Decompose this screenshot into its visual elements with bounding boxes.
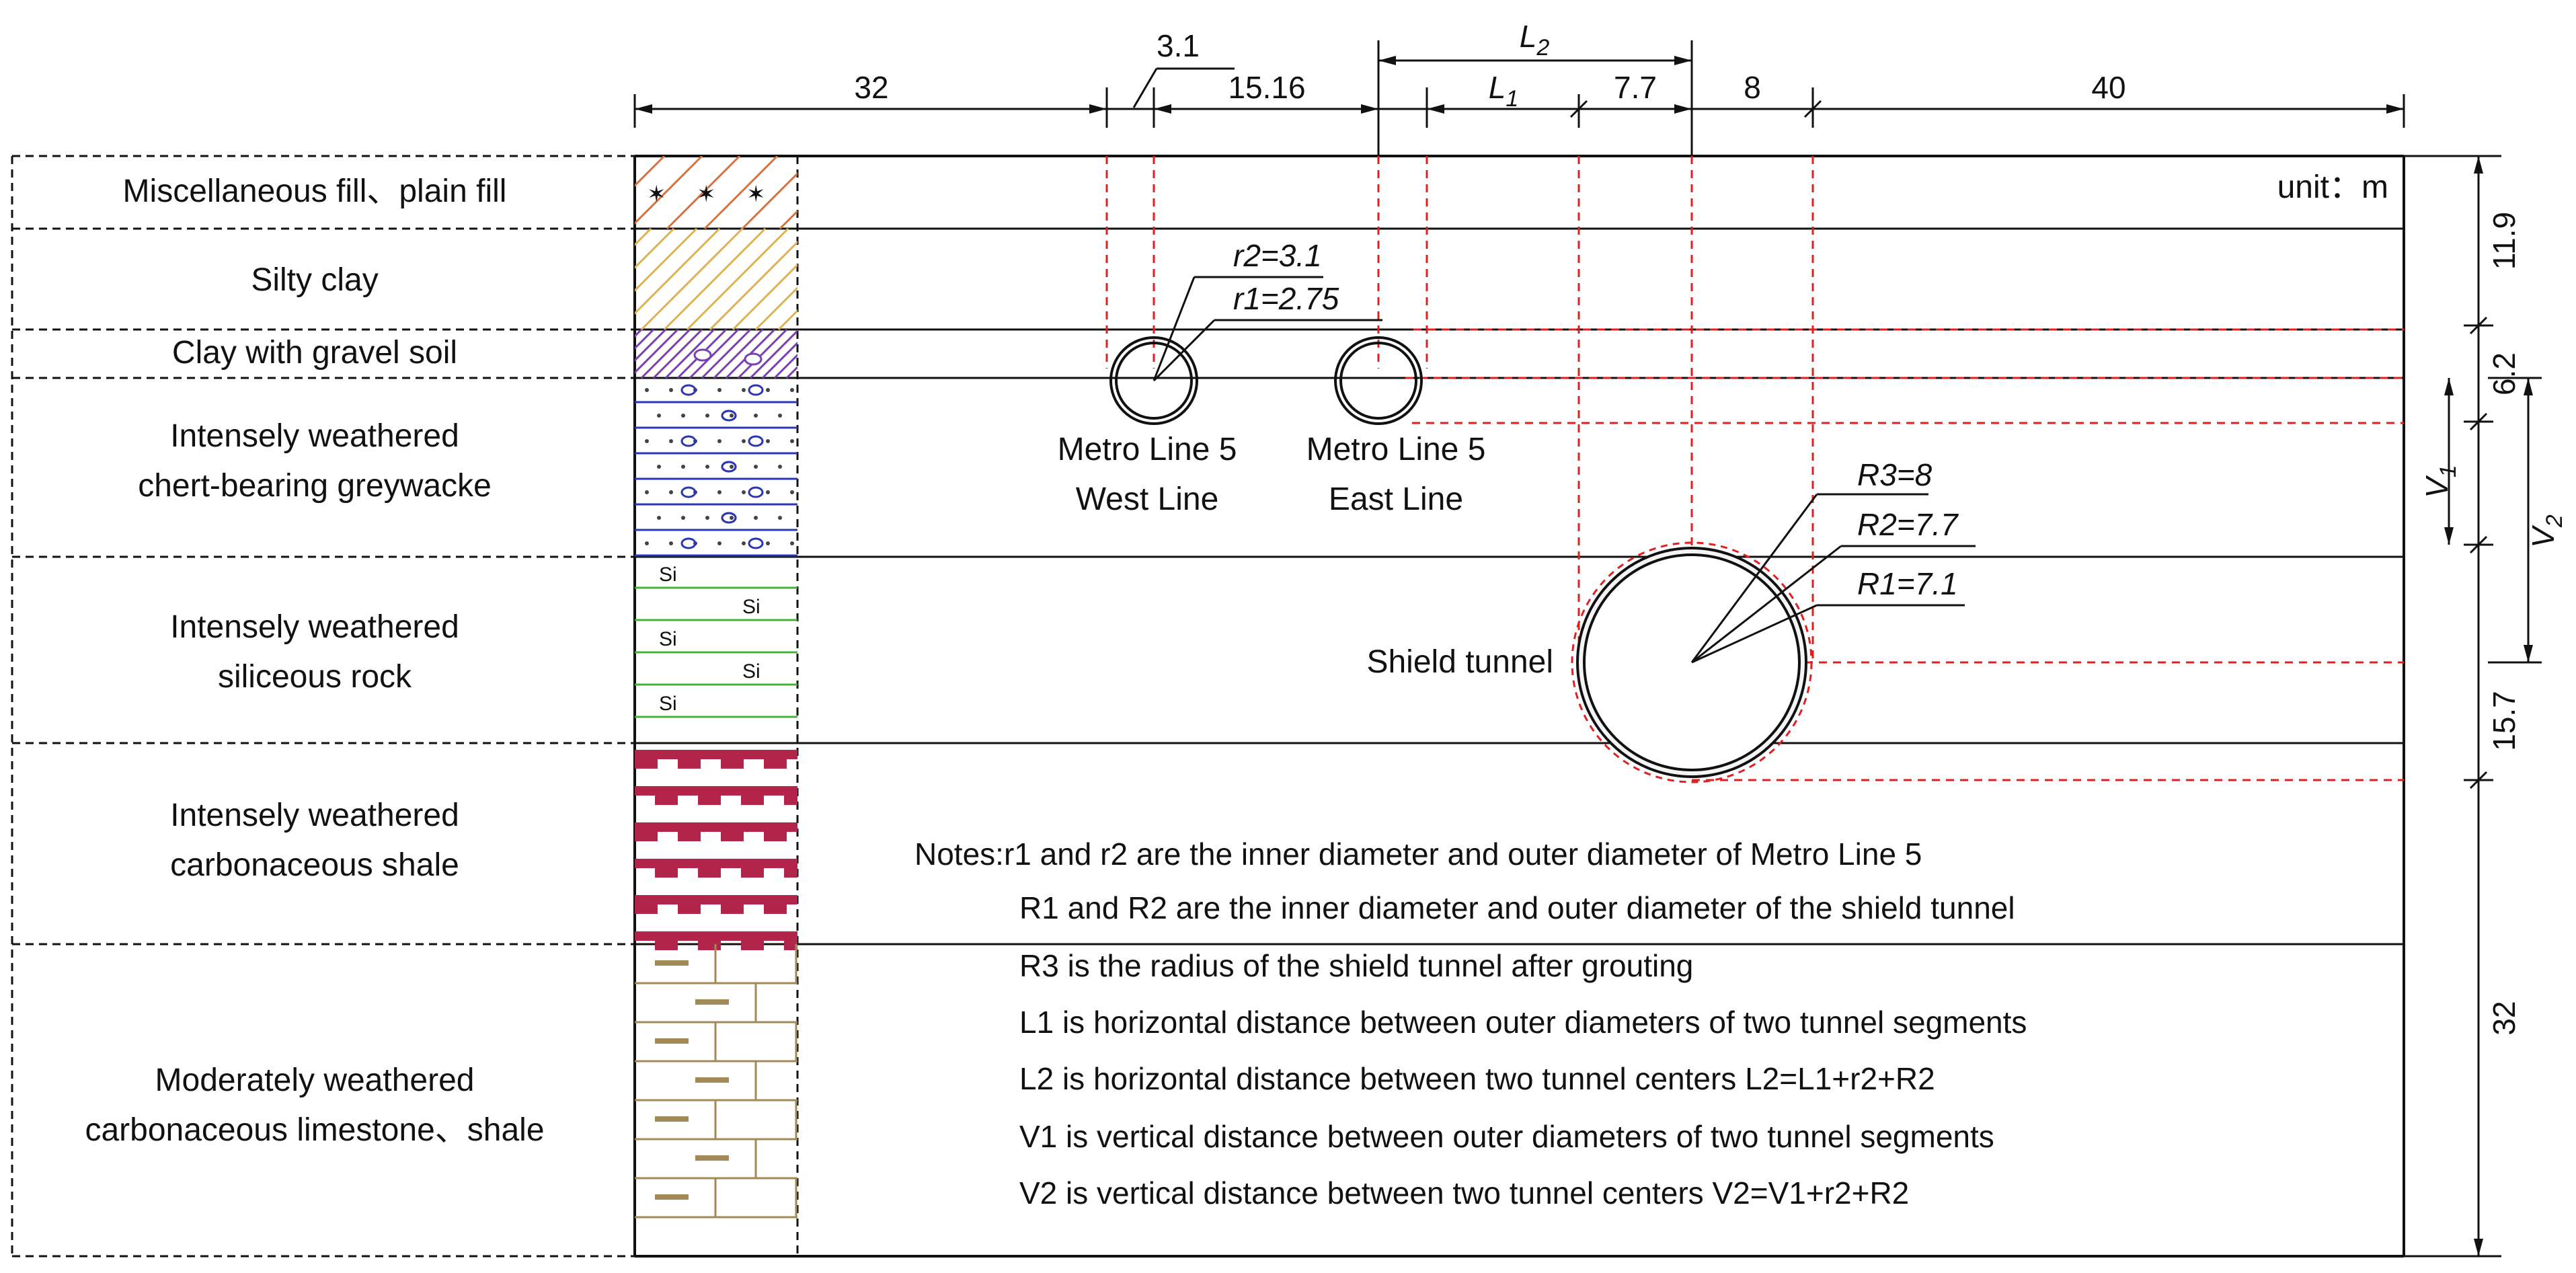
- stratum-label-siliceous-2: siliceous rock: [218, 659, 412, 695]
- svg-text:Si: Si: [659, 693, 677, 715]
- stratum-label-shale-2: carbonaceous shale: [170, 847, 459, 883]
- metro-r2-label: r2=3.1: [1233, 238, 1322, 273]
- metro-r1-label: r1=2.75: [1233, 281, 1339, 316]
- dim-right-width: 40: [2091, 70, 2125, 105]
- dim-grout-radius: 8: [1744, 70, 1761, 105]
- svg-text:✶: ✶: [697, 182, 716, 207]
- stratum-labels: Miscellaneous fill、plain fill Silty clay…: [85, 173, 544, 1148]
- note-1: Notes:r1 and r2 are the inner diameter a…: [914, 837, 1922, 872]
- svg-text:✶: ✶: [746, 182, 766, 207]
- east-line-outer: [1334, 336, 1423, 425]
- unit-label: unit：m: [2277, 169, 2388, 205]
- dim-right-15-7: 15.7: [2487, 691, 2522, 751]
- shield-r1-label: R1=7.1: [1857, 566, 1958, 601]
- shield-tunnel: R3=8 R2=7.7 R1=7.1 Shield tunnel: [1366, 457, 1976, 783]
- shield-r3-label: R3=8: [1857, 457, 1933, 492]
- note-4: L1 is horizontal distance between outer …: [1019, 1005, 2027, 1040]
- notes: Notes:r1 and r2 are the inner diameter a…: [914, 837, 2027, 1210]
- stratum-label-fill: Miscellaneous fill、plain fill: [123, 173, 507, 209]
- east-line-label-2: East Line: [1329, 481, 1463, 517]
- note-7: V2 is vertical distance between two tunn…: [1019, 1175, 1909, 1210]
- pattern-gravel: [635, 328, 797, 379]
- metro-line-5-tunnels: r2=3.1 r1=2.75 Metro Line 5 West Line Me…: [1058, 238, 1486, 517]
- stratum-label-gravel-clay: Clay with gravel soil: [172, 335, 457, 371]
- stratum-label-shale-1: Intensely weathered: [170, 798, 459, 833]
- dim-l2-label: L2: [1520, 19, 1550, 61]
- stratum-label-greywacke-2: chert-bearing greywacke: [138, 468, 492, 504]
- pattern-greywacke: [635, 384, 797, 557]
- pattern-fill: ✶ ✶ ✶: [635, 156, 797, 230]
- pattern-limestone: [635, 944, 797, 1219]
- dim-right-11-9: 11.9: [2487, 212, 2522, 270]
- west-line-label-1: Metro Line 5: [1058, 432, 1237, 467]
- stratum-label-silty-clay: Silty clay: [251, 262, 378, 298]
- stratum-label-siliceous-1: Intensely weathered: [170, 609, 459, 645]
- pattern-shale: [635, 750, 797, 950]
- dim-l1-label: L1: [1489, 70, 1519, 112]
- note-2: R1 and R2 are the inner diameter and out…: [1019, 890, 2015, 925]
- stratum-label-greywacke-1: Intensely weathered: [170, 418, 459, 454]
- dim-left-width: 32: [854, 70, 888, 105]
- note-6: V1 is vertical distance between outer di…: [1019, 1119, 1994, 1154]
- note-5: L2 is horizontal distance between two tu…: [1019, 1061, 1935, 1096]
- svg-text:Si: Si: [742, 596, 760, 618]
- right-dimensions: 11.9 6.2 15.7 32 V1 V2: [2404, 155, 2567, 1258]
- pattern-silty: [635, 227, 797, 331]
- west-line-label-2: West Line: [1076, 481, 1219, 517]
- top-dimensions: 32 3.1 15.16 L2 L1 7.7 8 40: [633, 19, 2405, 156]
- dim-right-6-2: 6.2: [2487, 352, 2522, 395]
- shield-r2-label: R2=7.7: [1857, 507, 1959, 542]
- shield-tunnel-label: Shield tunnel: [1366, 644, 1553, 680]
- section-frame: [633, 155, 2405, 1258]
- legend-dashed-boxes: [11, 155, 635, 1258]
- svg-text:Si: Si: [742, 660, 760, 683]
- east-line-inner: [1339, 342, 1417, 420]
- east-line-label-1: Metro Line 5: [1306, 432, 1486, 467]
- dim-gap: 7.7: [1614, 70, 1657, 105]
- dim-metro-spacing: 15.16: [1228, 70, 1305, 105]
- west-line-inner: [1115, 342, 1193, 420]
- stratum-label-limestone-2: carbonaceous limestone、shale: [85, 1112, 544, 1148]
- stratum-label-limestone-1: Moderately weathered: [155, 1063, 475, 1098]
- svg-text:Si: Si: [659, 564, 677, 586]
- svg-text:✶: ✶: [647, 182, 666, 207]
- dim-v1-label: V1: [2419, 465, 2461, 498]
- shield-grout-circle: [1571, 541, 1813, 783]
- dim-metro-radius: 3.1: [1157, 28, 1200, 63]
- svg-text:Si: Si: [659, 628, 677, 650]
- west-line-outer: [1109, 336, 1198, 425]
- dim-v2-label: V2: [2526, 514, 2567, 548]
- note-3: R3 is the radius of the shield tunnel af…: [1019, 948, 1693, 983]
- dim-right-32: 32: [2487, 1001, 2522, 1035]
